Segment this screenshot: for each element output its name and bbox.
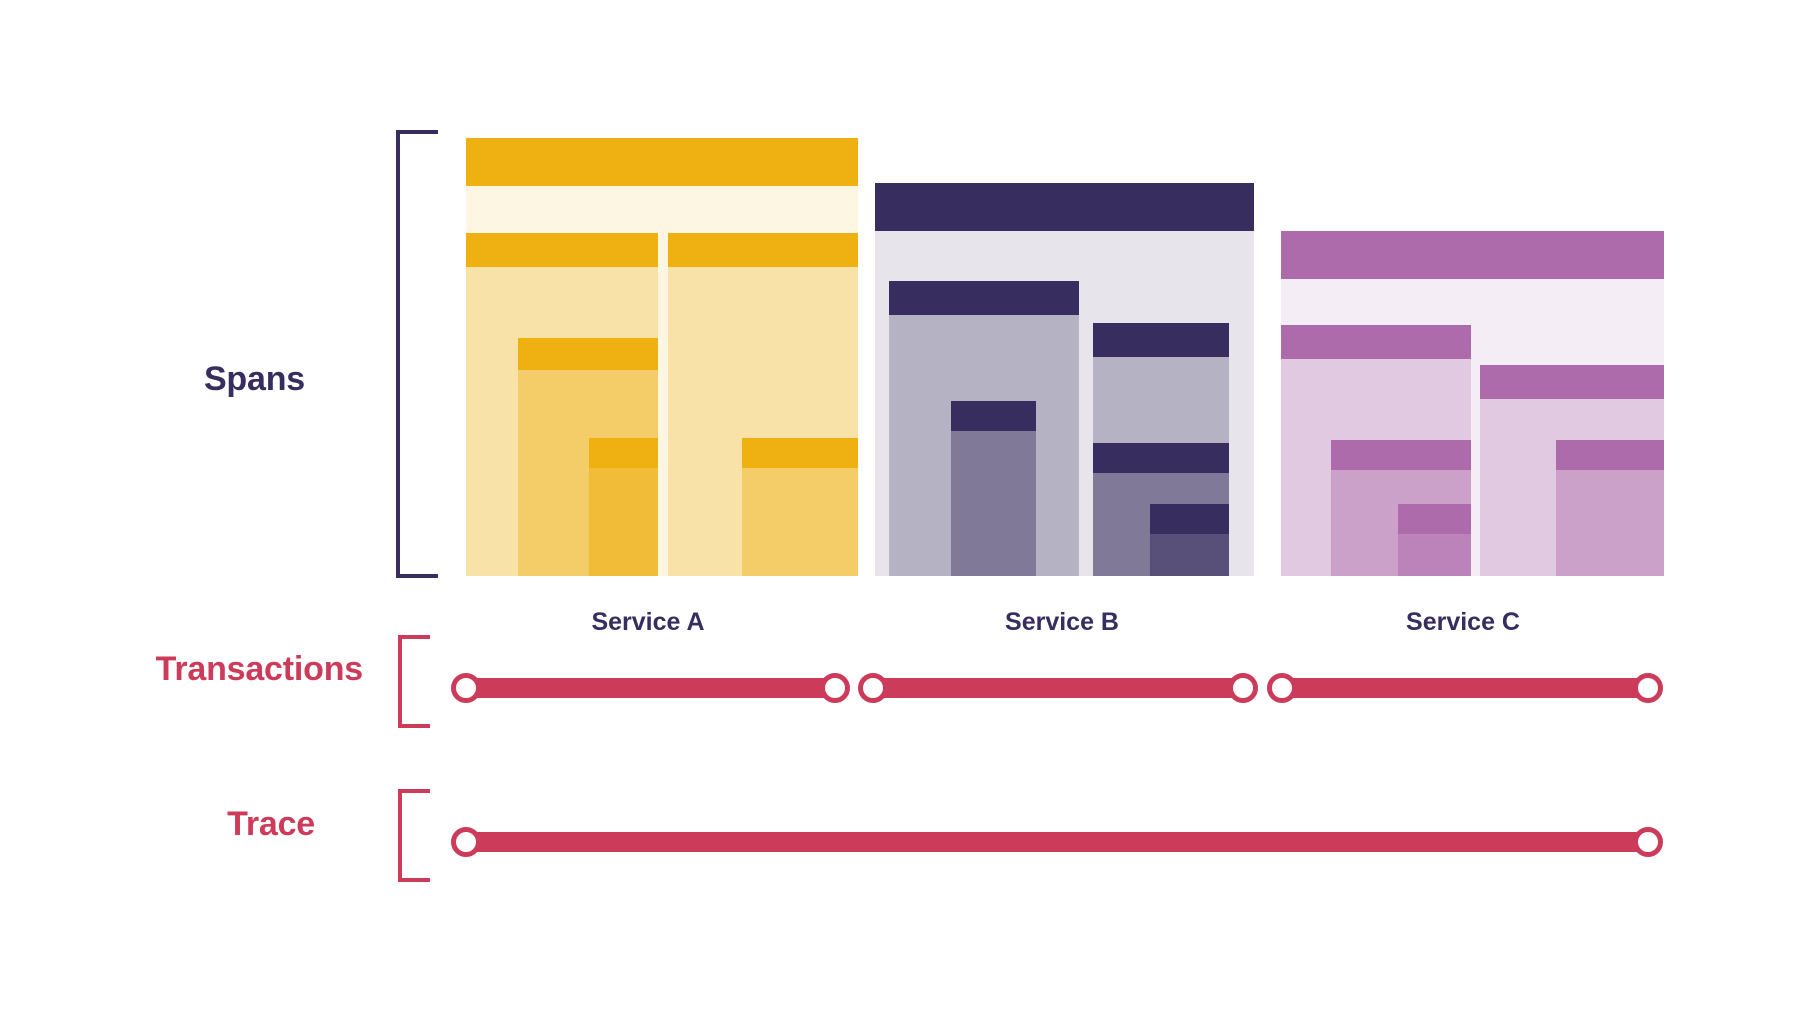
trace-full-span-start-dot[interactable]: [451, 827, 481, 857]
span-header-bar: [1093, 323, 1229, 357]
transaction-service-b-start-dot[interactable]: [858, 673, 888, 703]
span-header-bar: [589, 438, 658, 468]
row-label-transactions: Transactions: [155, 650, 364, 688]
span-service-b-grandchild-3[interactable]: [1150, 504, 1229, 576]
span-service-c-grandchild-2[interactable]: [1556, 440, 1664, 576]
span-service-a-grandchild-2[interactable]: [589, 438, 658, 576]
service-group-service-c: [1281, 231, 1664, 576]
span-header-bar: [1556, 440, 1664, 470]
transaction-service-a-bar[interactable]: [466, 678, 835, 698]
row-label-spans: Spans: [203, 360, 305, 398]
bracket-trace: [398, 789, 430, 882]
span-header-bar: [1480, 365, 1664, 399]
span-body: [668, 233, 858, 576]
span-header-bar: [1331, 440, 1471, 470]
trace-full-span-bar[interactable]: [466, 832, 1648, 852]
span-header-bar: [1093, 443, 1229, 473]
span-header-bar: [875, 183, 1254, 231]
transaction-service-b-end-dot[interactable]: [1228, 673, 1258, 703]
span-header-bar: [1281, 325, 1471, 359]
span-body: [1480, 365, 1664, 576]
span-service-c-grandchild-3[interactable]: [1398, 504, 1471, 576]
row-label-trace: Trace: [227, 805, 315, 843]
span-service-c-root-span[interactable]: [1281, 231, 1664, 576]
span-header-bar: [668, 233, 858, 267]
bracket-transactions: [398, 635, 430, 728]
span-header-bar: [518, 338, 658, 370]
span-header-bar: [951, 401, 1036, 431]
transaction-service-c-end-dot[interactable]: [1633, 673, 1663, 703]
transaction-service-b-bar[interactable]: [873, 678, 1243, 698]
transaction-service-a-start-dot[interactable]: [451, 673, 481, 703]
span-header-bar: [466, 233, 658, 267]
service-label-service-b: Service B: [1005, 608, 1119, 636]
spans-visualization: [466, 138, 1664, 576]
span-header-bar: [466, 138, 858, 186]
bracket-spans: [396, 130, 438, 578]
service-label-service-c: Service C: [1406, 608, 1520, 636]
span-header-bar: [1150, 504, 1229, 534]
service-label-service-a: Service A: [591, 608, 705, 636]
transaction-service-c-start-dot[interactable]: [1267, 673, 1297, 703]
service-group-service-a: [466, 138, 858, 576]
trace-full-span-end-dot[interactable]: [1633, 827, 1663, 857]
span-service-a-grandchild-3[interactable]: [742, 438, 858, 576]
span-body: [1281, 231, 1664, 576]
span-service-a-child-span-2[interactable]: [668, 233, 858, 576]
transaction-service-c-bar[interactable]: [1282, 678, 1648, 698]
span-header-bar: [889, 281, 1079, 315]
span-service-b-grandchild-1[interactable]: [951, 401, 1036, 576]
span-header-bar: [1281, 231, 1664, 279]
service-group-service-b: [875, 183, 1254, 576]
span-header-bar: [1398, 504, 1471, 534]
span-service-c-child-span-2[interactable]: [1480, 365, 1664, 576]
span-header-bar: [742, 438, 858, 468]
transaction-service-a-end-dot[interactable]: [820, 673, 850, 703]
